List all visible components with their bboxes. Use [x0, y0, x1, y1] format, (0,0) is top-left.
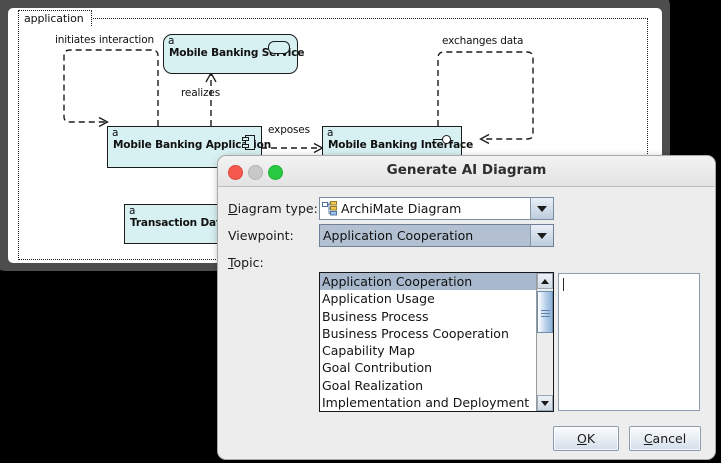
relationship-label-exchanges: exchanges data [442, 35, 524, 47]
diagram-type-mnemonic: D [228, 201, 238, 216]
relationship-label-initiates: initiates interaction [55, 34, 154, 46]
viewpoint-dropdown-button[interactable] [530, 225, 553, 246]
list-item[interactable]: Goal Realization [322, 377, 424, 393]
element-stereotype: a [327, 127, 334, 139]
ok-label: K [586, 431, 596, 446]
list-item[interactable]: Application Usage [322, 291, 435, 307]
cancel-label: ancel [652, 431, 687, 446]
element-name: Transaction Data [130, 217, 228, 229]
list-item[interactable]: Implementation and Deployment [322, 395, 530, 411]
close-icon[interactable] [228, 165, 243, 180]
topic-textarea[interactable] [558, 273, 700, 411]
diagram-type-dropdown-button[interactable] [530, 198, 553, 219]
chevron-down-icon [537, 205, 547, 212]
element-stereotype: a [112, 127, 119, 139]
list-item[interactable]: Business Process Cooperation [322, 325, 509, 341]
dialog-title: Generate AI Diagram [386, 162, 547, 178]
viewpoint-dropdown-list[interactable]: Application Cooperation Application Usag… [319, 272, 554, 412]
text-cursor [563, 278, 564, 291]
chevron-down-icon [537, 232, 547, 239]
topic-label: Topic: [228, 255, 264, 270]
topic-mnemonic: T [228, 255, 234, 270]
element-mobile-banking-service[interactable]: a Mobile Banking Service [163, 34, 304, 74]
triangle-up-icon [541, 278, 549, 284]
relationship-edges [63, 49, 534, 154]
viewpoint-label: Viewpoint: [228, 228, 294, 243]
viewpoint-option-list: Application Cooperation Application Usag… [320, 273, 536, 411]
diagram-type-combo[interactable]: ArchiMate Diagram [319, 197, 554, 220]
diagram-type-value: ArchiMate Diagram [341, 201, 462, 216]
element-stereotype: a [129, 205, 136, 217]
minimize-icon[interactable] [248, 165, 263, 180]
viewpoint-list-scrollbar[interactable] [536, 273, 553, 411]
archimate-diagram-icon [322, 201, 337, 216]
dialog-titlebar[interactable]: Generate AI Diagram [218, 156, 715, 187]
element-name: Mobile Banking Interface [328, 139, 474, 151]
editor-window: application [0, 0, 670, 271]
zoom-icon[interactable] [268, 165, 283, 180]
topic-label-text: opic: [233, 255, 264, 270]
scroll-down-button[interactable] [537, 395, 553, 411]
triangle-down-icon [541, 400, 549, 406]
list-item[interactable]: Goal Contribution [322, 360, 433, 376]
scrollbar-thumb[interactable] [537, 291, 553, 333]
viewpoint-combo[interactable]: Application Cooperation [319, 224, 554, 247]
cancel-mnemonic: C [643, 431, 653, 446]
application-service-icon [268, 41, 290, 54]
diagram-type-label-text: iagram type: [237, 201, 318, 216]
application-component-icon [242, 135, 255, 150]
relationship-label-exposes: exposes [268, 124, 310, 136]
scroll-up-button[interactable] [537, 273, 553, 289]
element-stereotype: a [168, 35, 175, 47]
list-item[interactable]: Application Cooperation [320, 273, 536, 291]
list-item[interactable]: Capability Map [322, 343, 415, 359]
element-name: Mobile Banking Application [113, 139, 272, 151]
viewpoint-value: Application Cooperation [323, 228, 474, 243]
archimate-diagram: application [8, 8, 662, 263]
generate-ai-diagram-dialog[interactable]: Generate AI Diagram Diagram type: ArchiM… [217, 155, 716, 460]
dialog-body: Diagram type: ArchiMate Diagram [218, 187, 715, 459]
list-item[interactable]: Business Process [322, 308, 429, 324]
relationship-label-realizes: realizes [181, 87, 221, 99]
diagram-type-label: Diagram type: [228, 201, 318, 216]
application-interface-icon [433, 135, 455, 145]
ok-mnemonic: O [576, 431, 587, 446]
grouping-label: application [18, 10, 92, 26]
